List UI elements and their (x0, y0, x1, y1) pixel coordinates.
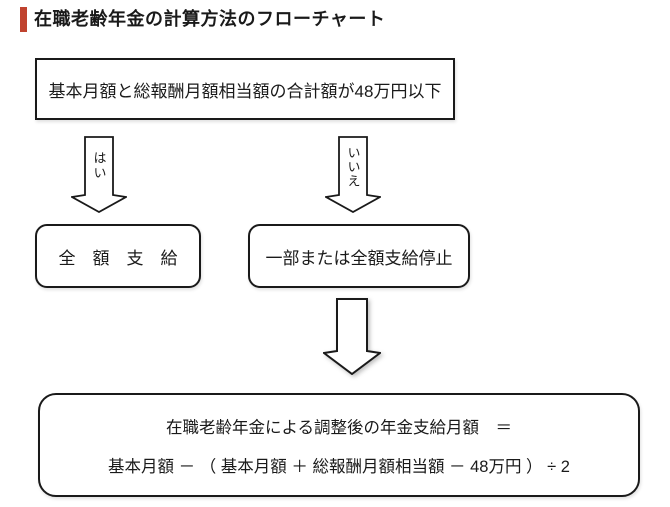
condition-box: 基本月額と総報酬月額相当額の合計額が48万円以下 (35, 58, 455, 120)
no-label: いいえ (345, 146, 361, 188)
suspension-text: 一部または全額支給停止 (265, 248, 453, 268)
page-title: 在職老齢年金の計算方法のフローチャート (34, 9, 386, 29)
title-accent-bar (20, 7, 27, 32)
full-payment-box: 全 額 支 給 (35, 224, 201, 288)
yes-label: はい (91, 151, 107, 181)
down-arrow-icon (71, 136, 127, 213)
suspension-box: 一部または全額支給停止 (248, 224, 470, 288)
to-formula-arrow (323, 298, 381, 375)
formula-line-1: 在職老齢年金による調整後の年金支給月額 ＝ (165, 418, 512, 437)
full-payment-text: 全 額 支 給 (58, 248, 178, 268)
down-arrow-icon (323, 298, 381, 375)
condition-text: 基本月額と総報酬月額相当額の合計額が48万円以下 (48, 81, 442, 101)
formula-box: 在職老齢年金による調整後の年金支給月額 ＝ 基本月額 － （ 基本月額 ＋ 総報… (38, 393, 640, 497)
formula-line-2: 基本月額 － （ 基本月額 ＋ 総報酬月額相当額 － 48万円 ） ÷ 2 (108, 457, 570, 476)
no-branch-arrow: いいえ (325, 136, 381, 213)
yes-branch-arrow: はい (71, 136, 127, 213)
down-arrow-icon (325, 136, 381, 213)
